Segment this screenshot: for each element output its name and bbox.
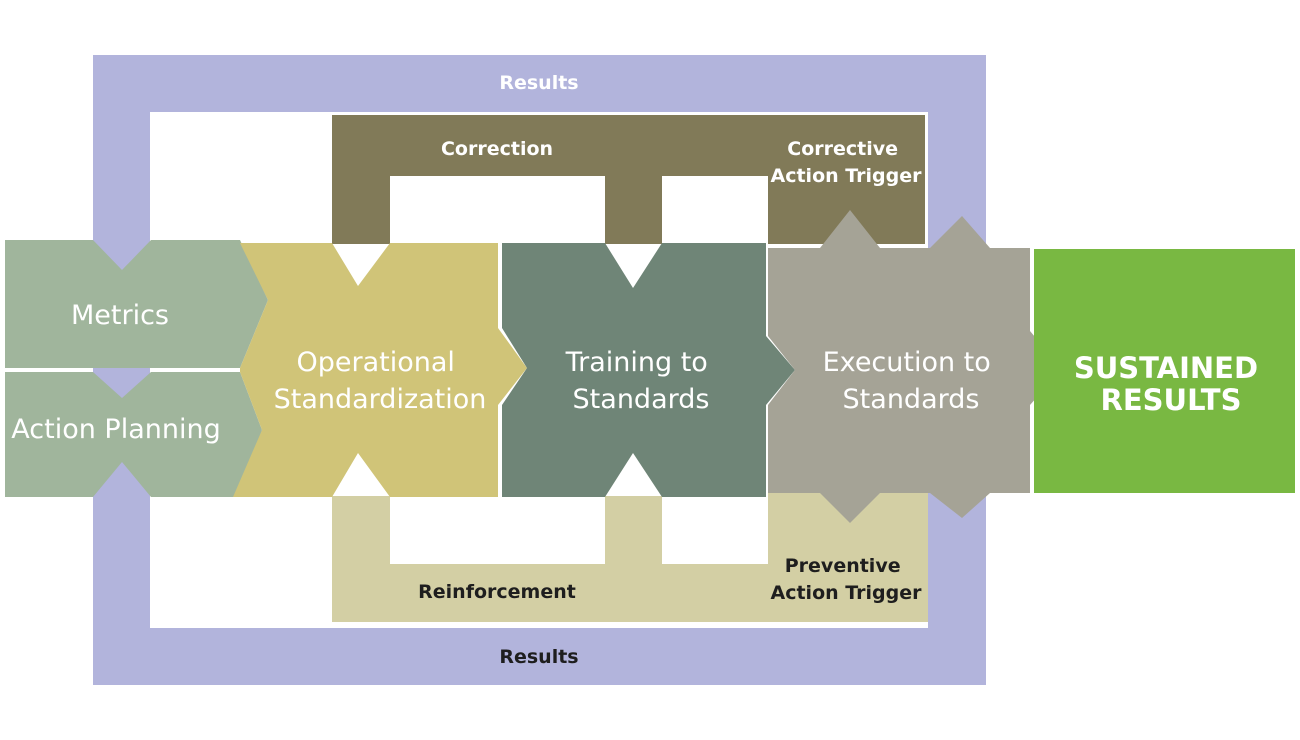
results-bottom-label: Results [499, 646, 578, 668]
operational-standardization-line-1: Operational [296, 347, 454, 378]
training-to-standards-block [502, 243, 795, 497]
action-planning-block [5, 372, 262, 497]
preventive-trigger-line-2: Action Trigger [771, 582, 923, 604]
reinforcement-label: Reinforcement [418, 581, 576, 603]
correction-loop-band [332, 115, 925, 244]
action-planning-label: Action Planning [11, 414, 220, 445]
operational-standardization-block [233, 243, 527, 497]
execution-to-standards-label: Execution to Standards [823, 347, 1000, 415]
execution-to-standards-line-2: Standards [843, 384, 980, 415]
correction-label: Correction [441, 138, 553, 160]
corrective-trigger-line-1: Corrective [787, 138, 898, 160]
training-to-standards-label: Training to Standards [565, 347, 717, 415]
sustained-results-block [1034, 249, 1295, 493]
operational-standardization-label: Operational Standardization [274, 347, 487, 415]
sustained-results-line-2: RESULTS [1101, 383, 1242, 417]
metrics-label: Metrics [71, 300, 169, 331]
execution-to-standards-block [768, 210, 1062, 523]
training-to-standards-line-1: Training to [565, 347, 708, 378]
reinforcement-loop-band [332, 492, 928, 622]
metrics-block [5, 240, 268, 368]
results-top-label: Results [499, 72, 578, 94]
training-to-standards-line-2: Standards [573, 384, 710, 415]
corrective-trigger-label: Corrective Action Trigger [771, 138, 923, 187]
execution-to-standards-line-1: Execution to [823, 347, 991, 378]
preventive-trigger-label: Preventive Action Trigger [771, 555, 923, 604]
corrective-trigger-line-2: Action Trigger [771, 165, 923, 187]
preventive-trigger-line-1: Preventive [785, 555, 901, 577]
operational-standardization-line-2: Standardization [274, 384, 487, 415]
sustained-results-line-1: SUSTAINED [1074, 351, 1258, 385]
sustained-results-label: SUSTAINED RESULTS [1074, 351, 1268, 417]
